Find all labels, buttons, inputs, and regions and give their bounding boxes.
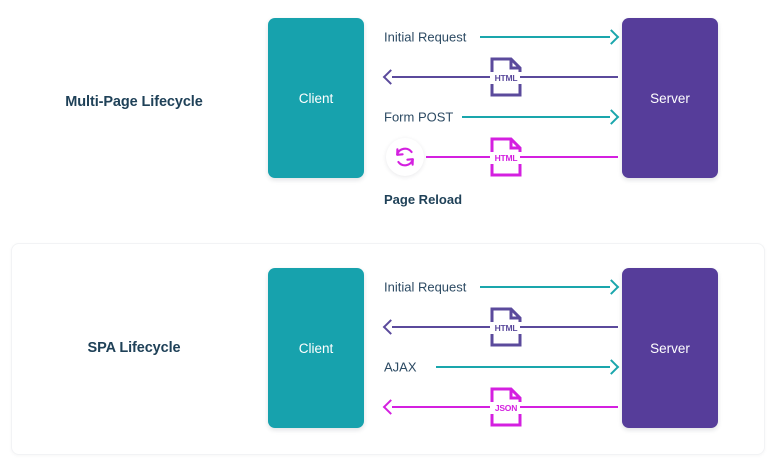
section-multi-page: Multi-Page Lifecycle Client Server Initi… bbox=[65, 18, 718, 207]
html-icon-text: HTML bbox=[495, 153, 518, 163]
node-server-label: Server bbox=[650, 90, 690, 106]
flow-label-form-post: Form POST bbox=[384, 109, 454, 125]
arrowhead-right-icon bbox=[603, 359, 620, 375]
node-server-label: Server bbox=[650, 340, 690, 356]
json-document-icon: JSON bbox=[490, 387, 522, 427]
flow-line-form-post bbox=[462, 116, 610, 118]
node-client-label: Client bbox=[298, 340, 334, 356]
flow-line-html-left bbox=[392, 76, 492, 78]
section-title-multi-page: Multi-Page Lifecycle bbox=[65, 94, 203, 110]
node-client-multi-page[interactable]: Client bbox=[268, 18, 364, 178]
arrowhead-right-icon bbox=[603, 29, 620, 45]
page-reload-icon[interactable] bbox=[386, 138, 424, 176]
caption-page-reload: Page Reload bbox=[384, 192, 463, 207]
flow-json-response-spa: JSON bbox=[382, 387, 618, 427]
arrowhead-right-icon bbox=[603, 279, 620, 295]
flow-label-initial-request: Initial Request bbox=[384, 279, 467, 295]
flow-line-initial-request bbox=[480, 286, 610, 288]
section-spa: SPA Lifecycle Client Server Initial Requ… bbox=[0, 243, 776, 455]
flow-line-json-right bbox=[520, 406, 618, 408]
flow-html-response-multi-page: HTML bbox=[382, 57, 618, 97]
flow-ajax-spa: AJAX bbox=[384, 356, 620, 378]
flow-line-reload-left bbox=[426, 156, 490, 158]
node-server-spa[interactable]: Server bbox=[622, 268, 718, 428]
flow-initial-request-multi-page: Initial Request bbox=[384, 26, 620, 48]
html-document-icon: HTML bbox=[490, 57, 522, 97]
flow-page-reload-multi-page: HTML bbox=[384, 137, 618, 177]
flow-line-html-left bbox=[392, 326, 492, 328]
flow-html-response-spa: HTML bbox=[382, 307, 618, 347]
node-client-spa[interactable]: Client bbox=[268, 268, 364, 428]
html-document-icon: HTML bbox=[490, 307, 522, 347]
flow-line-html-right bbox=[520, 76, 618, 78]
flow-label-ajax: AJAX bbox=[384, 359, 417, 375]
flow-label-initial-request: Initial Request bbox=[384, 29, 467, 45]
node-server-multi-page[interactable]: Server bbox=[622, 18, 718, 178]
flow-initial-request-spa: Initial Request bbox=[384, 276, 620, 298]
flow-form-post-multi-page: Form POST bbox=[384, 106, 620, 128]
flow-line-html-right bbox=[520, 326, 618, 328]
html-icon-text: HTML bbox=[495, 323, 518, 333]
json-icon-text: JSON bbox=[495, 403, 517, 413]
html-icon-text: HTML bbox=[495, 73, 518, 83]
flow-line-initial-request bbox=[480, 36, 610, 38]
html-document-icon: HTML bbox=[490, 137, 522, 177]
arrowhead-right-icon bbox=[603, 109, 620, 125]
node-client-label: Client bbox=[298, 90, 334, 106]
flow-line-ajax bbox=[436, 366, 610, 368]
flow-line-reload-right bbox=[520, 156, 618, 158]
flow-line-json-left bbox=[392, 406, 492, 408]
section-title-spa: SPA Lifecycle bbox=[87, 340, 181, 356]
